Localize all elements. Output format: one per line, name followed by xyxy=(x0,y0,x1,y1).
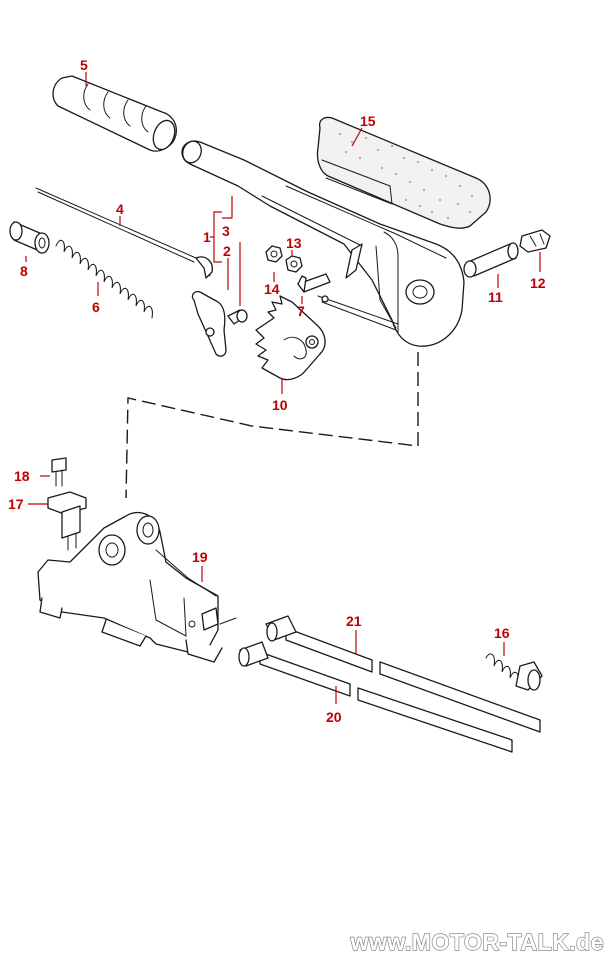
part-18-screw xyxy=(51,457,67,487)
part-3-pin xyxy=(227,309,248,325)
callout-12: 12 xyxy=(530,275,546,291)
callout-3: 3 xyxy=(222,223,230,239)
callout-16: 16 xyxy=(494,625,510,641)
part-19-mounting-bracket xyxy=(37,511,237,663)
callout-13: 13 xyxy=(286,235,302,251)
callout-6: 6 xyxy=(92,299,100,315)
part-21-cable xyxy=(265,615,541,733)
callout-15: 15 xyxy=(360,113,376,129)
callout-10: 10 xyxy=(272,397,288,413)
callout-4: 4 xyxy=(116,201,124,217)
callout-17: 17 xyxy=(8,496,24,512)
part-11-sleeve xyxy=(463,242,519,278)
leader-15 xyxy=(351,127,363,147)
part-14-nut xyxy=(265,245,283,263)
callout-21: 21 xyxy=(346,613,362,629)
group-bracket-3 xyxy=(222,196,233,219)
part-12-clip xyxy=(519,229,551,253)
brake-lever-body xyxy=(181,140,465,347)
callout-5: 5 xyxy=(80,57,88,73)
callout-11: 11 xyxy=(488,289,503,305)
part-8-sleeve xyxy=(9,221,50,254)
part-6-spring xyxy=(55,239,153,319)
assembly-dashed-line xyxy=(125,352,419,499)
callout-14: 14 xyxy=(264,281,280,297)
part-20-cable xyxy=(238,641,513,753)
part-15-lever-cover xyxy=(316,116,491,229)
callout-8: 8 xyxy=(20,263,28,279)
part-7-clip xyxy=(297,273,331,293)
callout-20: 20 xyxy=(326,709,342,725)
part-5-handle-grip xyxy=(52,75,177,152)
part-4-pushrod xyxy=(35,187,213,279)
part-16-spring-cap xyxy=(485,653,543,691)
callout-1: 1 xyxy=(203,229,211,245)
watermark-text: www.MOTOR-TALK.de xyxy=(350,929,604,955)
callout-19: 19 xyxy=(192,549,208,565)
part-10-ratchet-sector xyxy=(255,295,326,381)
part-17-switch xyxy=(47,491,87,551)
part-2-pawl xyxy=(191,290,227,357)
part-13-nut xyxy=(285,255,303,273)
callout-2: 2 xyxy=(223,243,231,259)
group-bracket-1 xyxy=(210,211,222,263)
callout-7: 7 xyxy=(297,303,305,319)
callout-18: 18 xyxy=(14,468,30,484)
